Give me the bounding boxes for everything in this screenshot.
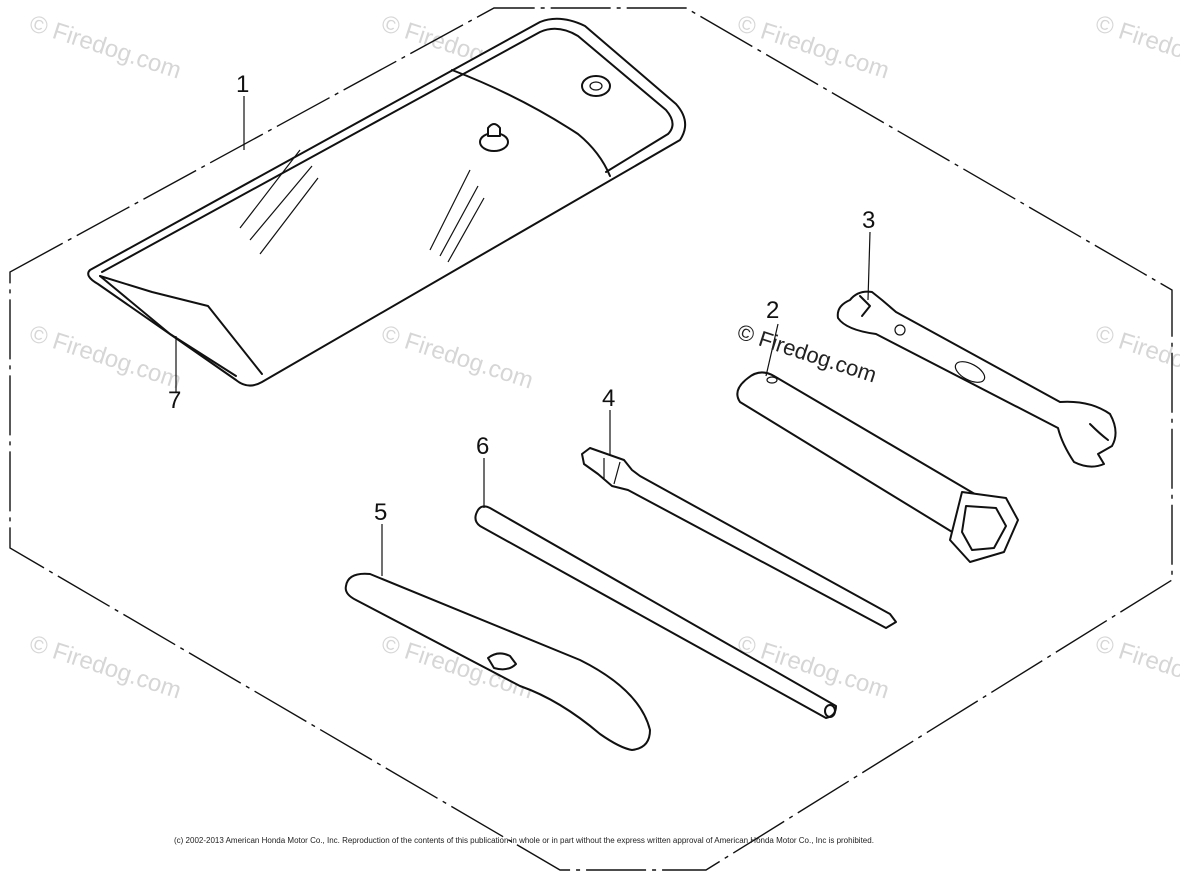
callout-3: 3 xyxy=(862,207,875,234)
watermark-text: © Firedog.com xyxy=(26,630,184,704)
watermark-text: © Firedog.com xyxy=(1092,10,1180,84)
watermark-text: © Firedog.com xyxy=(1092,320,1180,394)
open-end-wrench xyxy=(836,290,1117,468)
watermark-text: © Firedog.com xyxy=(378,320,536,394)
callout-6: 6 xyxy=(476,433,489,460)
callout-5: 5 xyxy=(374,499,387,526)
callout-7: 7 xyxy=(168,387,181,414)
lever-bar xyxy=(344,572,651,751)
assembly-boundary xyxy=(9,7,1173,871)
leader-lines xyxy=(175,96,871,576)
plug-wrench xyxy=(736,371,1019,563)
callout-layer: 1 2 3 4 5 6 7 xyxy=(168,71,875,526)
watermark-text: © Firedog.com xyxy=(26,320,184,394)
watermark-text: © Firedog.com xyxy=(734,10,892,84)
copyright-notice: (c) 2002-2013 American Honda Motor Co., … xyxy=(174,836,874,845)
tool-bag xyxy=(87,17,687,387)
callout-4: 4 xyxy=(602,385,615,412)
watermark-text: © Firedog.com xyxy=(26,10,184,84)
callout-1: 1 xyxy=(236,71,249,98)
screwdriver xyxy=(581,447,897,629)
watermark-text: © Firedog.com xyxy=(1092,630,1180,704)
callout-2: 2 xyxy=(766,297,779,324)
